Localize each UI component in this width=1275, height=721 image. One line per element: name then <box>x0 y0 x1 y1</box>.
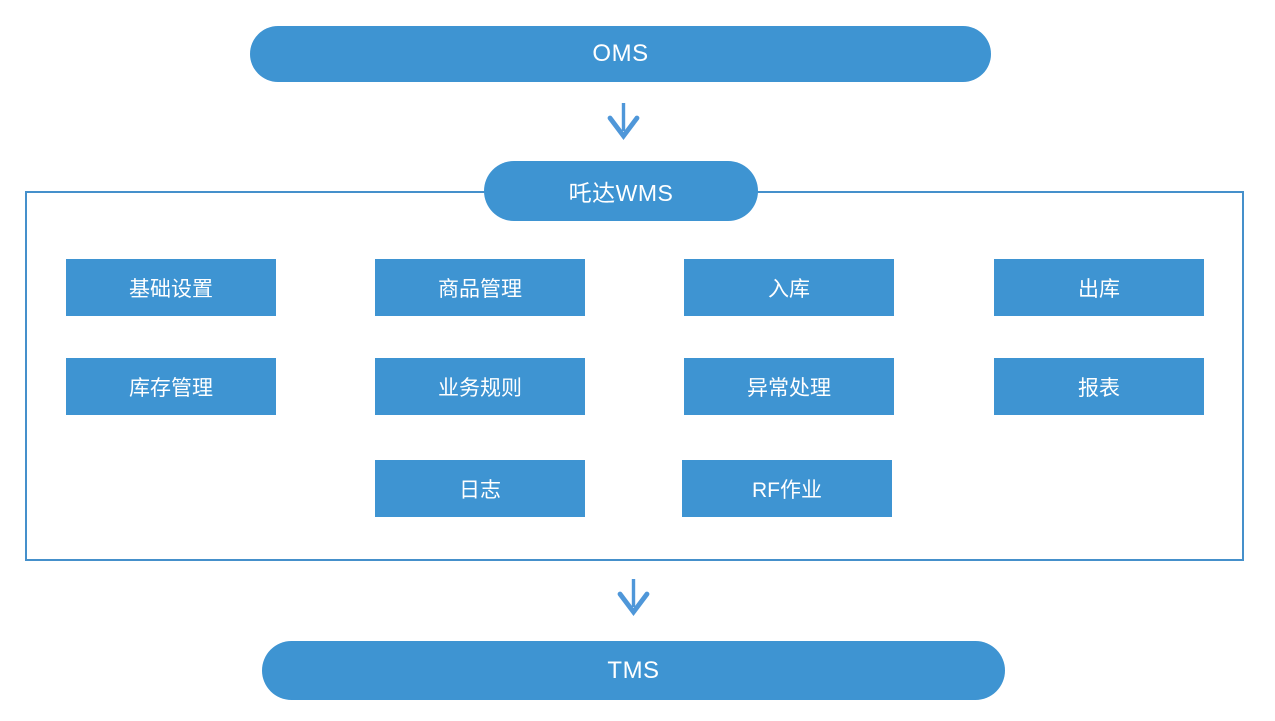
module-inbound: 入库 <box>684 259 894 316</box>
module-basic-settings: 基础设置 <box>66 259 276 316</box>
oms-node: OMS <box>250 26 991 82</box>
arrow-down-icon-wms-to-tms <box>617 579 650 616</box>
tms-node-label: TMS <box>607 656 660 684</box>
module-label: RF作业 <box>752 478 822 502</box>
module-label: 业务规则 <box>438 376 522 400</box>
module-label: 入库 <box>768 277 810 301</box>
wms-node: 吒达WMS <box>484 161 758 221</box>
module-label: 商品管理 <box>438 277 522 301</box>
module-label: 出库 <box>1078 277 1120 301</box>
module-product-management: 商品管理 <box>375 259 585 316</box>
module-label: 异常处理 <box>747 376 831 400</box>
module-business-rules: 业务规则 <box>375 358 585 415</box>
wms-node-label: 吒达WMS <box>568 180 674 206</box>
module-label: 报表 <box>1078 376 1120 400</box>
module-label: 基础设置 <box>129 277 213 301</box>
module-outbound: 出库 <box>994 259 1204 316</box>
module-label: 库存管理 <box>129 376 213 400</box>
module-inventory-management: 库存管理 <box>66 358 276 415</box>
oms-node-label: OMS <box>592 40 649 67</box>
module-rf-operations: RF作业 <box>682 460 892 517</box>
module-exception-handling: 异常处理 <box>684 358 894 415</box>
module-reports: 报表 <box>994 358 1204 415</box>
module-label: 日志 <box>459 478 501 502</box>
module-logs: 日志 <box>375 460 585 517</box>
arrow-down-icon-oms-to-wms <box>607 103 640 140</box>
tms-node: TMS <box>262 641 1005 700</box>
